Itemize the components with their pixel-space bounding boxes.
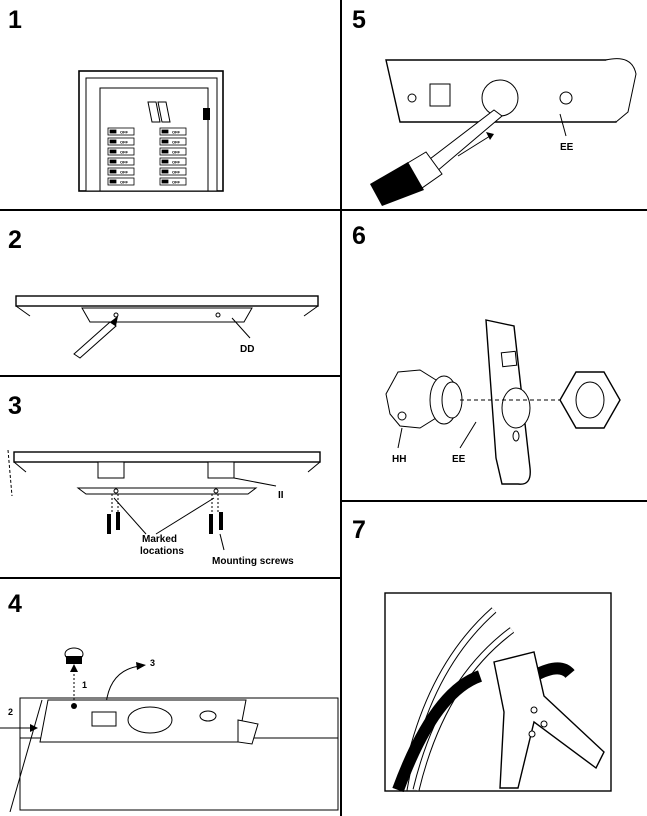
arrow-label-3: 3 [150, 658, 155, 668]
breaker-slot [107, 137, 135, 146]
step-2-illustration: DD [12, 292, 322, 364]
breaker-off-label: OFF [120, 180, 129, 185]
divider-5-6 [341, 209, 647, 211]
knockout-removal-drawing: 1 3 2 [0, 647, 339, 812]
breaker-switch [161, 149, 169, 154]
breaker-slot [159, 127, 187, 136]
screwdriver-knockout-drawing: EE [370, 58, 637, 206]
label-locations: locations [140, 546, 184, 557]
step-5-illustration: EE [370, 56, 640, 206]
label-marked: Marked [142, 534, 177, 545]
breaker-off-label: OFF [172, 180, 181, 185]
breaker-slot [159, 147, 187, 156]
divider-6-7 [341, 500, 647, 502]
step-number: 5 [352, 6, 366, 34]
breaker-off-label: OFF [120, 170, 129, 175]
breaker-switch [161, 179, 169, 184]
breaker-off-label: OFF [120, 160, 129, 165]
breaker-switch [109, 179, 117, 184]
breaker-slot [107, 167, 135, 176]
breaker-switch [109, 149, 117, 154]
label-hh: HH [392, 454, 406, 465]
divider-1-2 [0, 209, 341, 211]
label-dd: DD [240, 344, 254, 355]
connector-assembly-drawing: HH EE [385, 319, 621, 485]
mounting-screws-drawing: II Marked locations Mounting screws [7, 449, 321, 567]
breaker-switch [161, 159, 169, 164]
breaker-panel-drawing: OFF OFF OFF OFF OFF OFF OFF OFF OFF OFF OFF OFF [78, 70, 224, 192]
breaker-slot [159, 167, 187, 176]
breaker-slot [159, 137, 187, 146]
step-4-illustration: 1 3 2 [0, 640, 340, 812]
divider-3-4 [0, 577, 341, 579]
step-number: 7 [352, 516, 366, 544]
step-6-illustration: HH EE [380, 318, 642, 494]
step-number: 3 [8, 392, 22, 420]
breaker-slot [107, 177, 135, 186]
step-1-illustration: OFF OFF OFF OFF OFF OFF OFF OFF OFF OFF OFF OFF [78, 70, 224, 192]
label-mounting-screws: Mounting screws [212, 556, 294, 567]
step-3-illustration: II Marked locations Mounting screws [6, 438, 336, 574]
breaker-switch [161, 169, 169, 174]
breaker-slot [107, 127, 135, 136]
arrow-label-1: 1 [82, 680, 87, 690]
breaker-off-label: OFF [120, 150, 129, 155]
breaker-slot [107, 147, 135, 156]
label-ee: EE [560, 142, 574, 153]
step-number: 2 [8, 226, 22, 254]
arrow-label-2: 2 [8, 707, 13, 717]
step-number: 1 [8, 6, 22, 34]
breaker-off-label: OFF [172, 160, 181, 165]
breaker-off-label: OFF [120, 140, 129, 145]
label-ee-6: EE [452, 454, 466, 465]
breaker-slot [159, 177, 187, 186]
label-ii: II [278, 490, 284, 501]
step-7-illustration [384, 592, 612, 792]
breaker-switch [109, 139, 117, 144]
breaker-slot [159, 157, 187, 166]
breaker-off-label: OFF [172, 140, 181, 145]
breaker-off-label: OFF [172, 150, 181, 155]
breaker-switch [109, 169, 117, 174]
breaker-off-label: OFF [172, 130, 181, 135]
cover-marking-drawing: DD [15, 295, 319, 359]
center-divider [340, 0, 342, 816]
breaker-slot [107, 157, 135, 166]
breaker-off-label: OFF [120, 130, 129, 135]
wire-stripping-drawing [384, 592, 612, 792]
breaker-off-label: OFF [172, 170, 181, 175]
breaker-switch [161, 129, 169, 134]
step-number: 4 [8, 590, 22, 618]
divider-2-3 [0, 375, 341, 377]
step-number: 6 [352, 222, 366, 250]
breaker-switch [161, 139, 169, 144]
breaker-switch [109, 159, 117, 164]
breaker-switch [109, 129, 117, 134]
